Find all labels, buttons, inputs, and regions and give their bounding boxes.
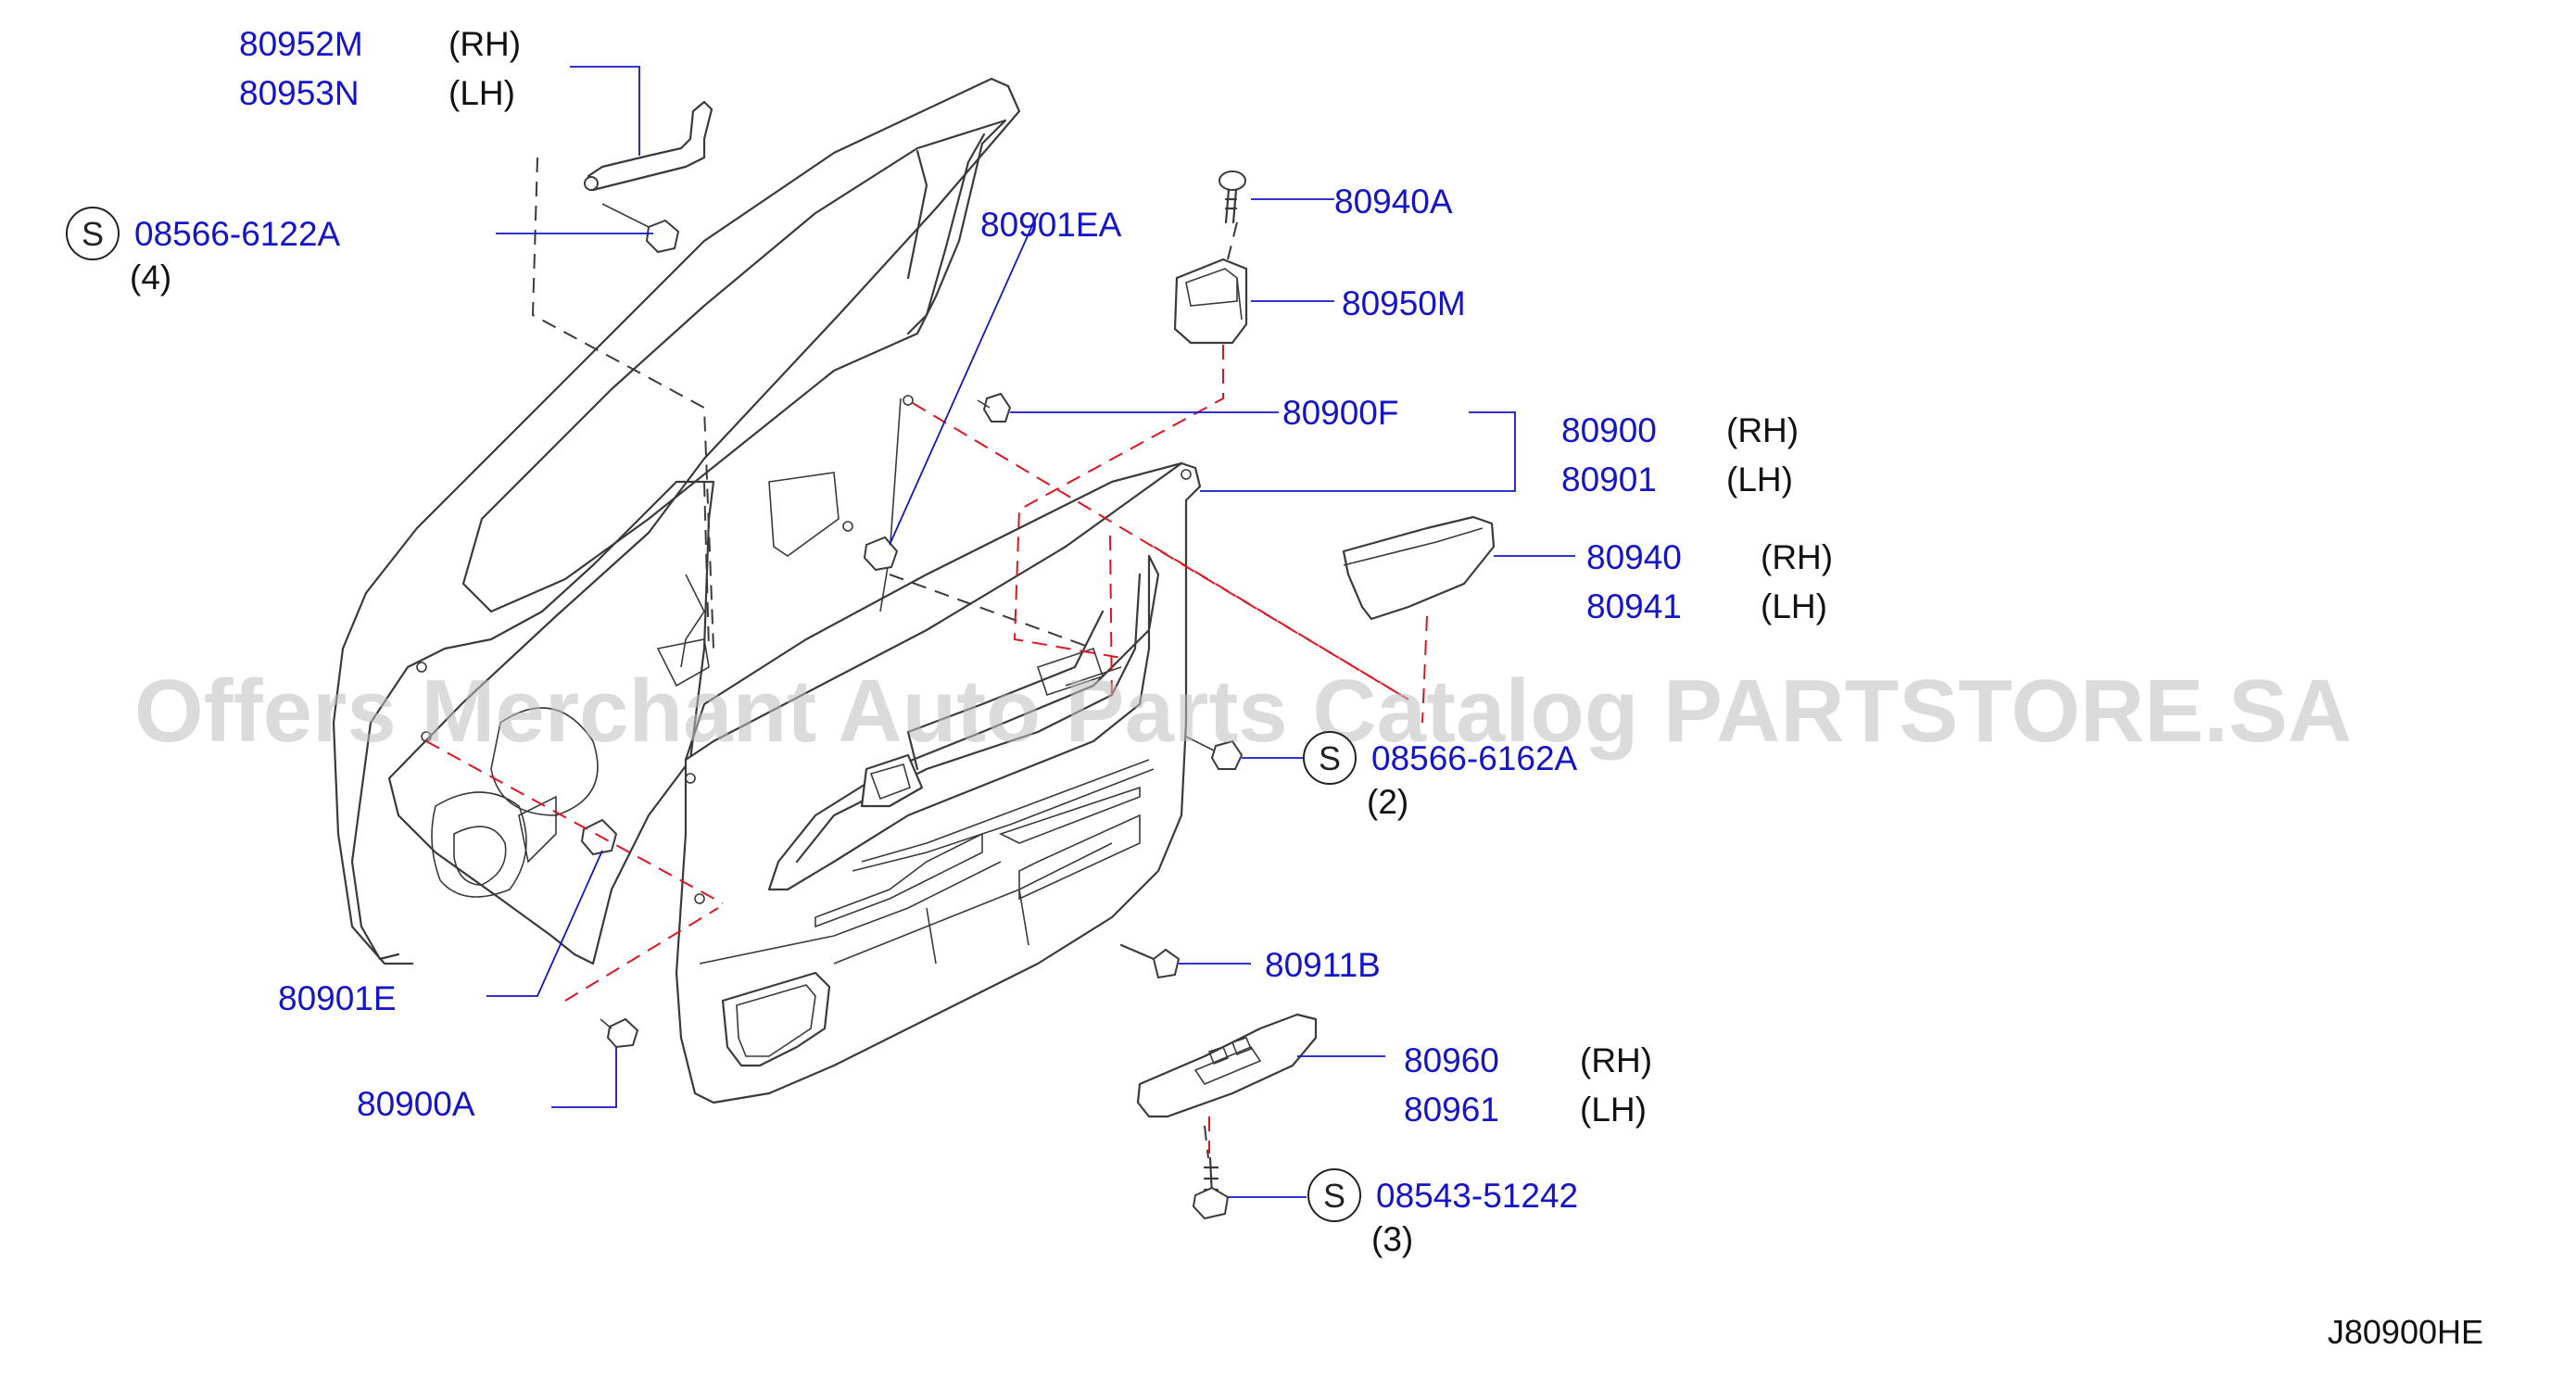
callout-80960[interactable]: 80960 (RH) [1404,1041,1652,1079]
qty-08566-6122A: (4) [130,259,171,296]
clip-80900F [977,392,1012,423]
callout-80961[interactable]: 80961 (LH) [1404,1091,1647,1129]
callout-80901E[interactable]: 80901E [278,979,397,1017]
part-number-80900[interactable]: 80900 [1561,411,1657,449]
callout-80952M[interactable]: 80952M (RH) [239,25,521,63]
side-80940: (RH) [1761,538,1833,576]
door-pull-cup-80950M [1173,258,1248,345]
armrest-pad-part [1342,515,1496,621]
part-number-80941[interactable]: 80941 [1586,587,1682,625]
standard-part-symbol: S [1319,739,1341,777]
qty-08566-6162A: (2) [1367,783,1408,821]
trim-retainer-part [584,100,713,192]
diagram-code: J80900HE [2328,1313,2483,1351]
screw-08566-6162A [1185,736,1244,770]
callout-08566-6122A[interactable]: S 08566-6122A (4) [66,207,341,296]
side-80960: (RH) [1580,1041,1652,1079]
part-number-80940[interactable]: 80940 [1586,538,1682,576]
clip-80901EA [863,536,899,572]
standard-part-circle-icon [1303,731,1357,785]
part-number-80952M[interactable]: 80952M [239,25,363,63]
callout-80901EA[interactable]: 80901EA [980,206,1122,244]
callout-80940A[interactable]: 80940A [1334,183,1453,221]
black-dashed-guides [531,157,1238,1159]
watermark-text: Offers Merchant Auto Parts Catalog PARTS… [134,662,2352,761]
part-number-80901E[interactable]: 80901E [278,979,397,1017]
part-number-80950M[interactable]: 80950M [1342,284,1466,322]
part-number-80960[interactable]: 80960 [1404,1041,1499,1079]
red-dashed-guides [425,345,1428,1154]
callout-80953N[interactable]: 80953N (LH) [239,74,515,112]
callout-80911B[interactable]: 80911B [1265,946,1381,984]
door-inner-panel [332,77,1021,965]
bolt-08566-6122A [601,203,680,254]
part-number-80961[interactable]: 80961 [1404,1091,1499,1129]
side-80941: (LH) [1761,587,1827,625]
callout-80900F[interactable]: 80900F [1282,394,1399,432]
door-trim-panel [675,461,1202,1104]
callout-80901[interactable]: 80901 (LH) [1561,460,1793,498]
part-number-80953N[interactable]: 80953N [239,74,360,112]
part-number-80911B[interactable]: 80911B [1265,946,1381,984]
standard-part-circle-icon [66,207,120,260]
part-number-80900F[interactable]: 80900F [1282,394,1399,432]
callout-80900A[interactable]: 80900A [357,1085,475,1123]
side-80901: (LH) [1726,460,1793,498]
standard-part-symbol: S [1323,1177,1345,1215]
part-number-80940A[interactable]: 80940A [1334,183,1453,221]
part-number-08566-6162A[interactable]: 08566-6162A [1371,739,1578,777]
standard-part-symbol: S [82,215,104,253]
part-number-08543-51242[interactable]: 08543-51242 [1376,1177,1578,1215]
side-80900: (RH) [1726,411,1799,449]
window-switch-part [1136,1013,1318,1118]
part-number-08566-6122A[interactable]: 08566-6122A [134,215,341,253]
leader-lines [486,66,1575,1198]
clip-80901E [580,818,618,856]
callout-80950M[interactable]: 80950M [1342,284,1466,322]
callout-80940[interactable]: 80940 (RH) [1586,538,1833,576]
callout-08566-6162A[interactable]: S 08566-6162A (2) [1303,731,1578,821]
screw-08543-51242 [1192,1156,1230,1220]
clip-80900A [600,1017,639,1049]
callout-80941[interactable]: 80941 (LH) [1586,587,1827,625]
part-number-80901[interactable]: 80901 [1561,460,1657,498]
qty-08543-51242: (3) [1371,1220,1413,1258]
part-number-80901EA[interactable]: 80901EA [980,206,1122,244]
screw-80911B [1119,943,1181,979]
screw-80940A [1219,170,1246,224]
callout-08543-51242[interactable]: S 08543-51242 (3) [1307,1168,1578,1258]
callout-80900[interactable]: 80900 (RH) [1561,411,1799,449]
side-80953N: (LH) [448,74,515,112]
part-number-80900A[interactable]: 80900A [357,1085,475,1123]
side-80961: (LH) [1580,1091,1647,1129]
standard-part-circle-icon [1307,1168,1361,1222]
side-80952M: (RH) [448,25,521,63]
